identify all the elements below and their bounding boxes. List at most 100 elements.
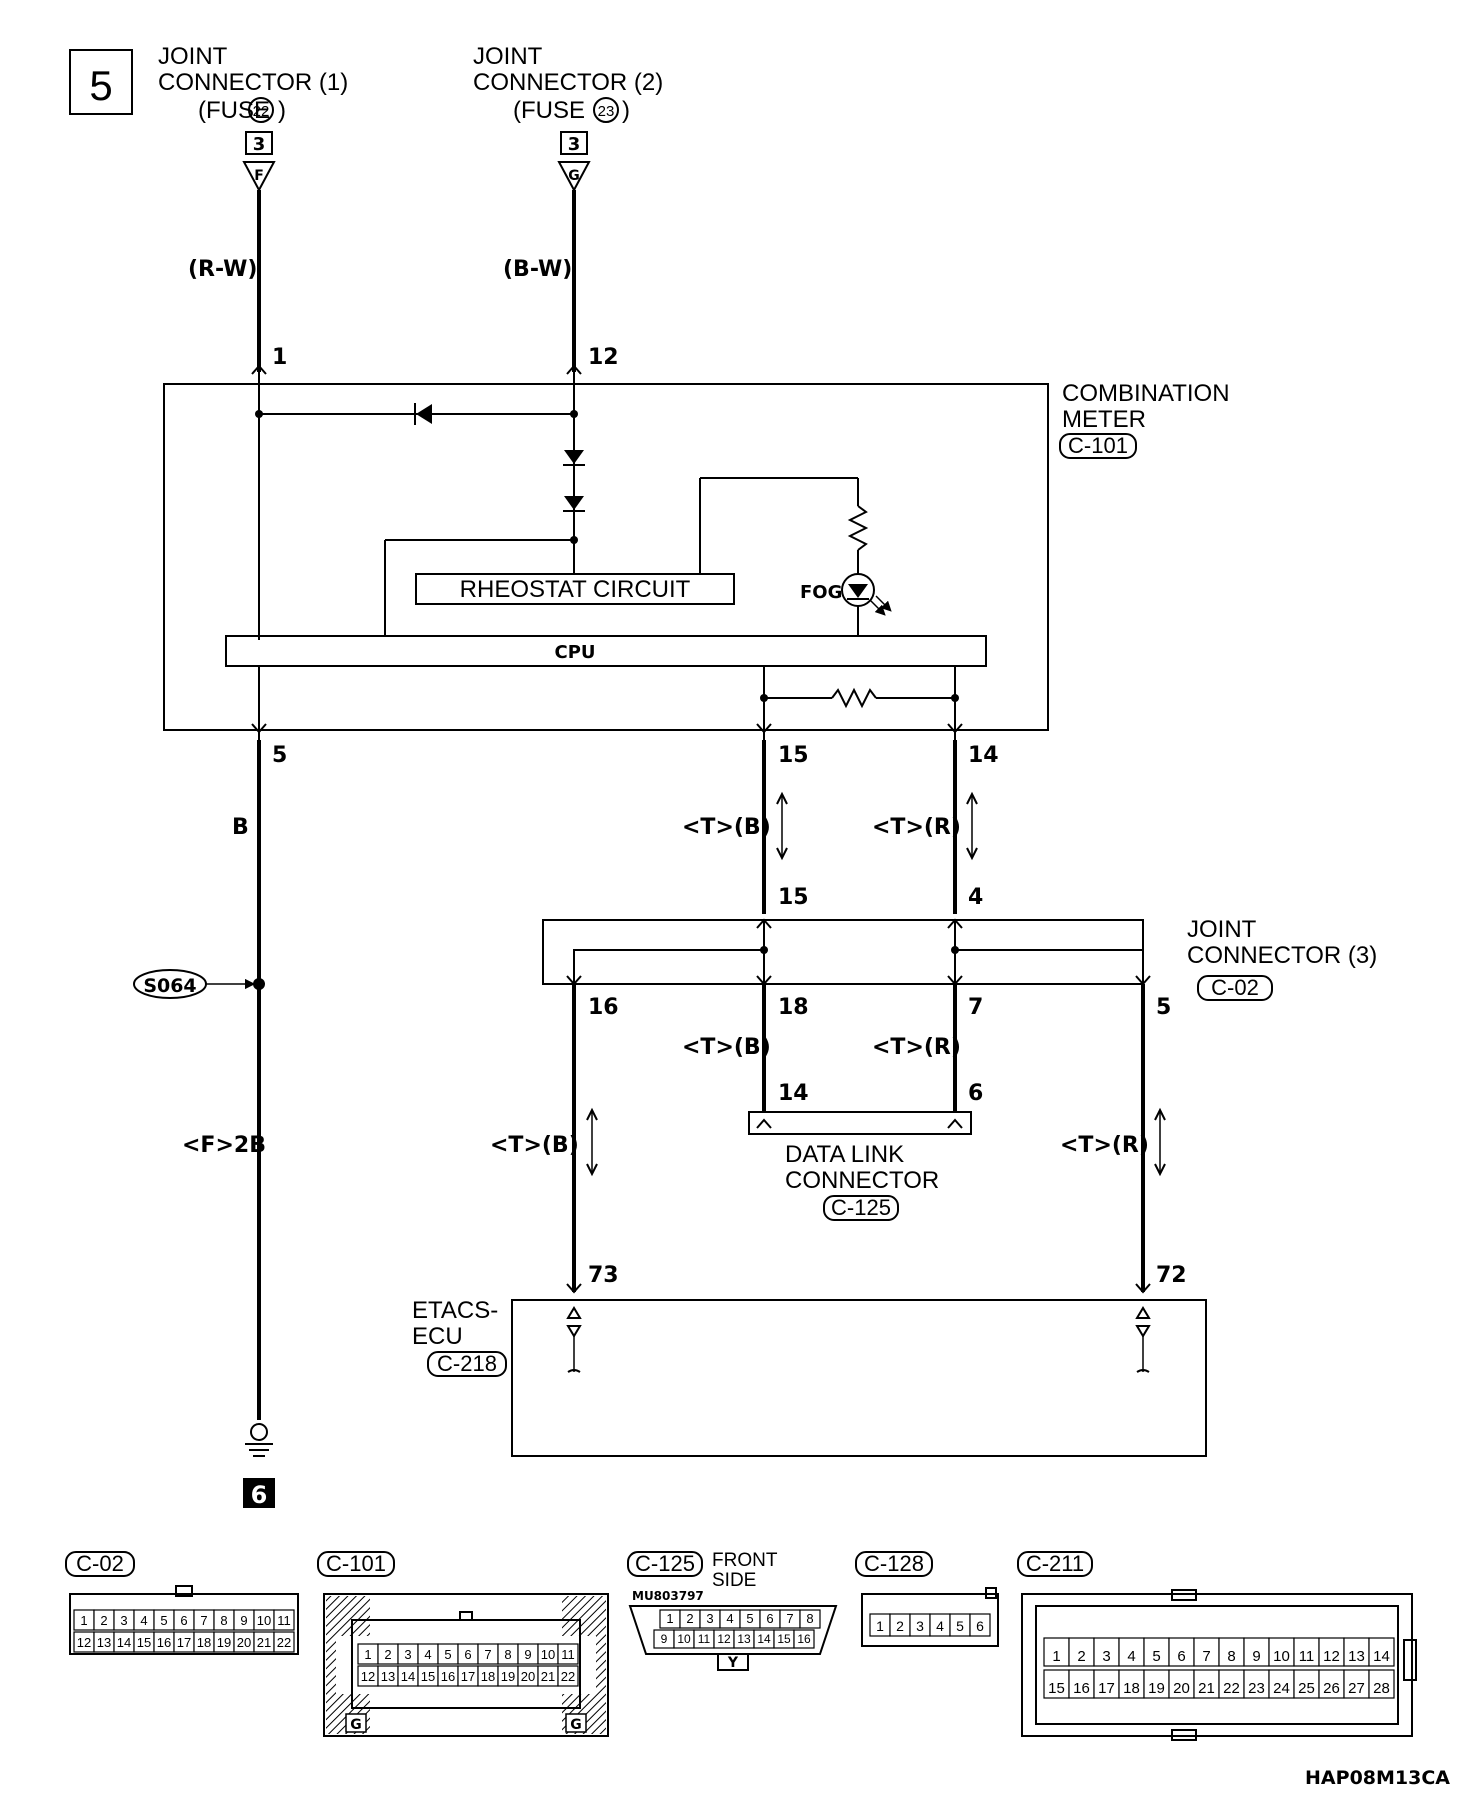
svg-text:C-125: C-125: [831, 1195, 891, 1220]
joint-connector-1-terminal: 3 F: [242, 131, 276, 193]
connector-pin-number: 12: [77, 1635, 91, 1650]
connector-pin-cell: [1143, 1637, 1170, 1667]
connector-pin-number: 5: [746, 1611, 753, 1626]
connector-pin-number: 13: [737, 1632, 751, 1646]
connector-pin-number: 22: [561, 1669, 575, 1684]
connector-pin-number: 25: [1298, 1680, 1315, 1697]
connector-pin-cell: [1318, 1669, 1345, 1699]
connector-pin-cell: [557, 1643, 579, 1665]
continuation-page-box: [243, 1478, 275, 1508]
wire-f-2b-label: <F>2B: [182, 1133, 266, 1158]
connector-pin-number: 12: [361, 1669, 375, 1684]
connector-pin-cell: [273, 1609, 295, 1631]
connector-pin-number: 2: [1077, 1648, 1085, 1665]
connector-pin-number: 10: [257, 1613, 271, 1628]
connector-pin-number: 11: [1299, 1648, 1315, 1665]
wire-b-label: B: [232, 815, 249, 840]
page-number-box: 5: [69, 49, 133, 115]
connector-pin-number: 12: [1323, 1648, 1340, 1665]
connector-pin-cell: [1118, 1669, 1145, 1699]
connector-pin-number: 7: [786, 1611, 793, 1626]
bidirectional-arrow-icon: [776, 791, 788, 861]
svg-text:Y: Y: [727, 1655, 739, 1671]
connector-pin-cell: [1268, 1669, 1295, 1699]
connector-pin-number: 2: [686, 1611, 693, 1626]
connector-pin-cell: [1218, 1669, 1245, 1699]
connector-pin-number: 19: [501, 1669, 515, 1684]
etacs-pin-72: 72: [1156, 1263, 1187, 1288]
connector-pin-number: 4: [140, 1613, 147, 1628]
connector-pin-number: 4: [726, 1611, 733, 1626]
svg-text:G: G: [570, 1717, 582, 1733]
connector-pin-number: 15: [421, 1669, 435, 1684]
connector-pin-number: 1: [364, 1647, 371, 1662]
connector-pin-cell: [1093, 1669, 1120, 1699]
combination-meter-box: [163, 383, 1049, 731]
svg-text:G: G: [568, 168, 580, 184]
svg-text:C-128: C-128: [864, 1551, 924, 1576]
cpu-label: CPU: [554, 642, 595, 663]
connector-pin-cell: [1043, 1669, 1070, 1699]
connector-pin-number: 22: [1223, 1680, 1240, 1697]
connector-pin-number: 13: [1348, 1648, 1365, 1665]
connector-pin-number: 2: [100, 1613, 107, 1628]
connector-pin-number: 15: [1048, 1680, 1065, 1697]
connector-pin-cell: [1243, 1669, 1270, 1699]
joint-connector-3-label: JOINT CONNECTOR (3) C-02: [1187, 916, 1377, 1001]
connector-pin-cell: [557, 1665, 579, 1687]
wire-t-b-label-2: <T>(B): [682, 1035, 771, 1060]
connector-pin-cell: [1268, 1637, 1295, 1667]
connector-pin-cell: [1293, 1669, 1320, 1699]
connector-pin-number: 4: [424, 1647, 431, 1662]
connector-pin-number: 9: [240, 1613, 247, 1628]
connector-pin-number: 20: [521, 1669, 535, 1684]
connector-pin-number: 20: [237, 1635, 251, 1650]
connector-pin-number: 13: [381, 1669, 395, 1684]
meter-pin-1: 1: [272, 345, 287, 370]
connector-pin-number: 5: [444, 1647, 451, 1662]
svg-text:C-218: C-218: [437, 1351, 497, 1376]
connector-pin-number: 1: [80, 1613, 87, 1628]
connector-pin-number: 21: [1198, 1680, 1215, 1697]
connector-pin-cell: [793, 1629, 815, 1649]
connector-pin-number: 3: [120, 1613, 127, 1628]
svg-text:): ): [622, 97, 630, 124]
connector-pin-number: 21: [257, 1635, 271, 1650]
data-link-connector-box: [748, 1111, 972, 1135]
connector-pin-number: 10: [541, 1647, 555, 1662]
svg-text:C-101: C-101: [326, 1551, 386, 1576]
jc3-pin-15: 15: [778, 885, 809, 910]
jc3-pin-5: 5: [1156, 995, 1171, 1020]
connector-pin-number: 11: [561, 1647, 575, 1662]
connector-pin-number: 1: [876, 1618, 884, 1634]
svg-text:JOINT: JOINT: [473, 43, 543, 70]
joint-connector-3-box: [542, 919, 1144, 985]
fuse-23-number: 23: [598, 103, 615, 120]
connector-pin-number: 6: [180, 1613, 187, 1628]
svg-text:C-101: C-101: [1068, 433, 1128, 458]
svg-text:METER: METER: [1062, 406, 1146, 433]
meter-pin-5: 5: [272, 743, 287, 768]
connector-pin-cell: [1193, 1637, 1220, 1667]
connector-pin-number: 9: [524, 1647, 531, 1662]
connector-pin-number: 28: [1373, 1680, 1390, 1697]
svg-text:JOINT: JOINT: [1187, 916, 1257, 943]
connector-pin-number: 6: [1177, 1648, 1185, 1665]
resistor-icon: [847, 505, 869, 551]
termination-resistor-icon: [831, 687, 877, 709]
connector-pin-number: 18: [197, 1635, 211, 1650]
wire-t-r-label-1: <T>(R): [872, 815, 961, 840]
svg-text:3: 3: [568, 134, 581, 155]
bidirectional-arrow-icon: [586, 1107, 598, 1177]
jc3-pin-18: 18: [778, 995, 809, 1020]
svg-text:F: F: [254, 168, 264, 184]
connector-pin-number: 16: [1073, 1680, 1090, 1697]
connector-pin-number: 3: [1102, 1648, 1110, 1665]
connector-pin-number: 14: [1373, 1648, 1390, 1665]
splice-s064: S064: [133, 969, 256, 999]
rheostat-circuit-label: RHEOSTAT CIRCUIT: [460, 576, 691, 603]
connector-pin-number: 1: [1052, 1648, 1060, 1665]
connector-pin-number: 1: [666, 1611, 673, 1626]
connector-pin-number: 3: [706, 1611, 713, 1626]
